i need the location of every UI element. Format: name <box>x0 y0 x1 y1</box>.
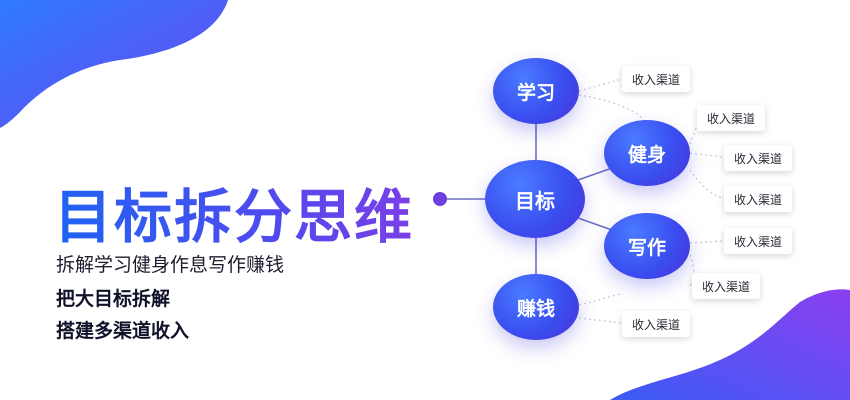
income-channel-tag: 收入渠道 <box>724 145 793 171</box>
income-channel-tag: 收入渠道 <box>724 228 793 254</box>
top-left-blob <box>0 0 228 128</box>
connector-dot <box>433 192 447 206</box>
income-channel-tag: 收入渠道 <box>692 273 761 299</box>
subtitle: 拆解学习健身作息写作赚钱 <box>56 254 285 276</box>
node-money: 赚钱 <box>493 274 579 340</box>
income-channel-tag: 收入渠道 <box>622 311 691 337</box>
node-fitness: 健身 <box>604 120 690 186</box>
bottom-right-blob <box>610 289 850 400</box>
connector-lines <box>440 124 613 274</box>
income-channel-tag: 收入渠道 <box>697 105 766 131</box>
page-title: 目标拆分思维 <box>54 170 414 254</box>
node-goal: 目标 <box>485 160 585 238</box>
bullet-item-1: 把大目标拆解 <box>56 288 171 310</box>
income-channel-tag: 收入渠道 <box>622 66 691 92</box>
node-study: 学习 <box>493 58 579 124</box>
income-channel-tag: 收入渠道 <box>724 186 793 212</box>
node-writing: 写作 <box>604 213 690 279</box>
bullet-item-2: 搭建多渠道收入 <box>56 320 190 342</box>
